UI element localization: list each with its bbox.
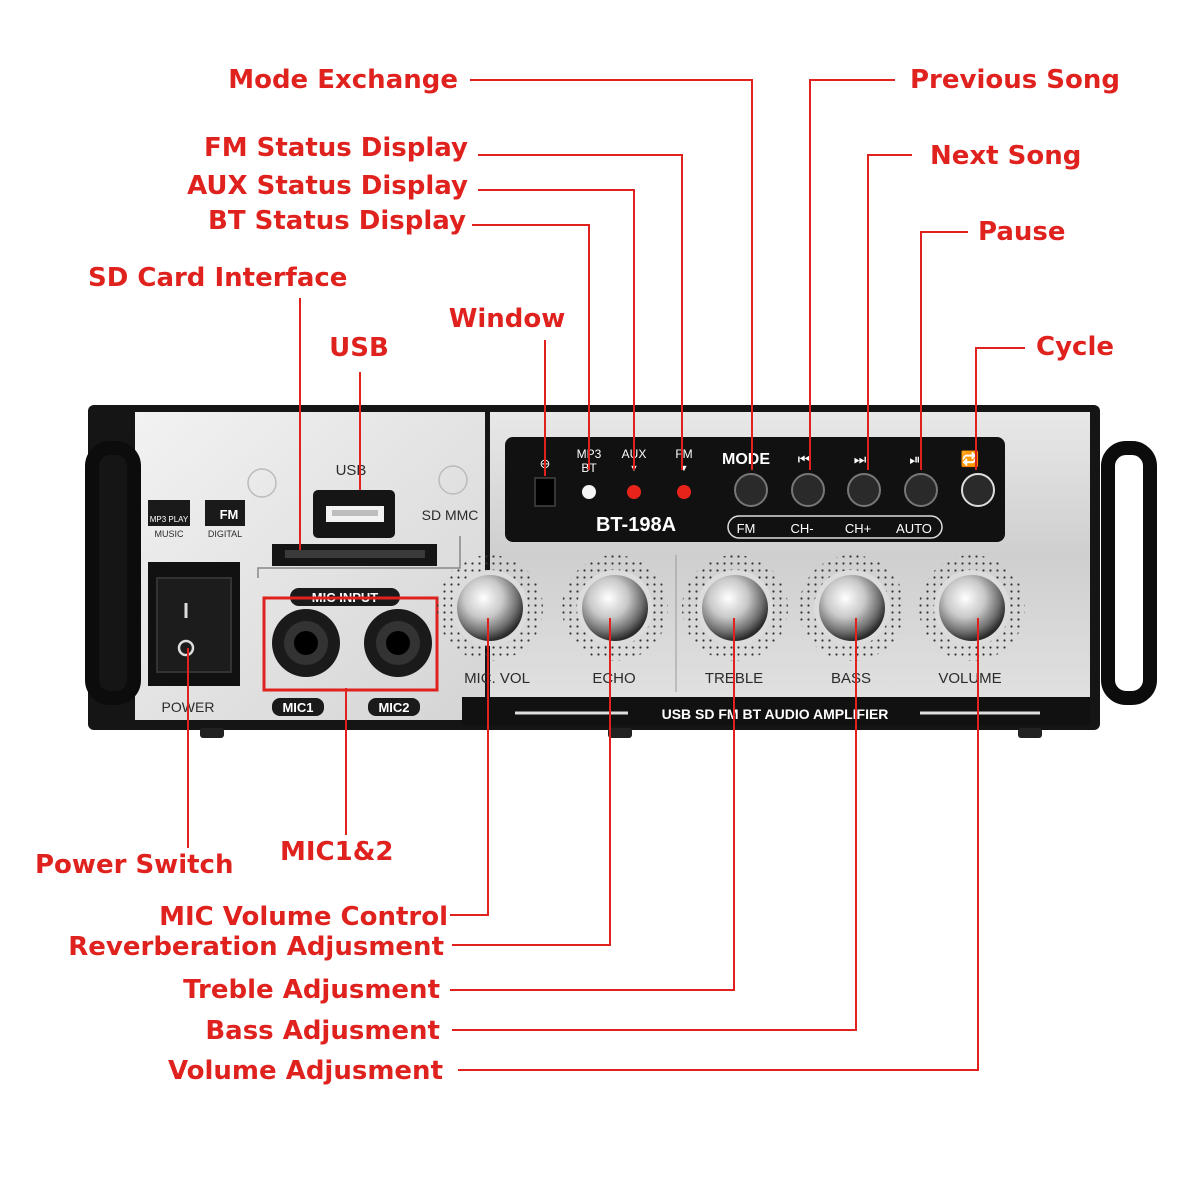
knob-label-bass: BASS [831,670,871,687]
aux-status-led [627,485,641,499]
callout-power-switch: Power Switch [35,850,233,880]
ch-plus-label: CH+ [845,521,871,536]
mic2-badge [368,698,420,716]
amplifier-body: USB SD FM BT AUDIO AMPLIFIER MP3 PLAY MU… [85,405,1157,738]
callout-aux-status: AUX Status Display [187,171,468,201]
callout-previous-song: Previous Song [910,65,1120,95]
fm-logo-icon [205,500,245,526]
play-pause-icon: ⏯ [909,451,920,467]
sd-port-label: SD MMC [422,507,479,523]
callout-mic12: MIC1&2 [280,837,393,867]
mic1-badge [272,698,324,716]
callout-usb: USB [329,333,389,363]
pause-button[interactable] [904,473,938,507]
knob-echo[interactable] [562,555,668,661]
knob-label-volume: VOLUME [938,670,1001,687]
mic-highlight-box [262,596,439,692]
ch-minus-label: CH- [790,521,813,536]
callout-cycle: Cycle [1036,332,1114,362]
mic1-label: MIC1 [282,700,313,715]
previous-song-icon: ⏮ [798,451,811,467]
auto-button-label: AUTO [896,521,932,536]
callout-labels: Mode Exchange FM Status Display AUX Stat… [35,65,1120,1086]
bt-status-led [582,485,596,499]
callout-bass: Bass Adjusment [205,1016,440,1046]
music-label: MUSIC [155,529,185,539]
callout-volume: Volume Adjusment [168,1056,443,1086]
callout-window: Window [449,304,566,334]
mp3-logo-icon [148,500,190,526]
fm-button-label: FM [737,521,756,536]
ir-window [534,477,556,507]
fm-arrow-icon: ▼ [680,463,689,473]
fm-logo-text: FM [220,507,239,522]
usb-port-label: USB [336,462,367,479]
mode-button[interactable] [734,473,768,507]
amplifier-strip-text: USB SD FM BT AUDIO AMPLIFIER [662,706,889,722]
callout-fm-status: FM Status Display [204,133,468,163]
bottom-strip [462,697,1090,725]
fm-status-led [677,485,691,499]
callout-treble: Treble Adjusment [183,975,440,1005]
left-handle [85,441,141,705]
model-label: BT-198A [596,514,676,536]
cycle-icon: 🔁 [961,450,980,468]
callout-mic-volume: MIC Volume Control [159,902,448,932]
knob-bass[interactable] [799,555,905,661]
mode-label: MODE [722,451,770,468]
fm-indicator-label: FM [675,447,692,461]
knob-label-mic-vol: MIC. VOL [464,670,530,687]
button-labels-bar [727,515,943,539]
next-song-icon: ⏭ [854,451,867,467]
callout-bt-status: BT Status Display [208,206,466,236]
callout-reverb: Reverberation Adjusment [68,932,444,962]
callout-mode-exchange: Mode Exchange [228,65,458,95]
cycle-button[interactable] [961,473,995,507]
mic2-label: MIC2 [378,700,409,715]
next-song-button[interactable] [847,473,881,507]
knob-mic-vol[interactable] [437,555,543,661]
callout-next-song: Next Song [930,141,1081,171]
callout-pause: Pause [978,217,1066,247]
knob-treble[interactable] [682,555,788,661]
digital-label: DIGITAL [208,529,242,539]
callout-sd-card: SD Card Interface [88,263,347,293]
previous-song-button[interactable] [791,473,825,507]
knob-volume[interactable] [919,555,1025,661]
right-handle [1101,441,1157,705]
leader-lines [187,79,1025,1071]
mp3-logo-text: MP3 PLAY [150,515,189,524]
knob-label-echo: ECHO [592,670,635,687]
